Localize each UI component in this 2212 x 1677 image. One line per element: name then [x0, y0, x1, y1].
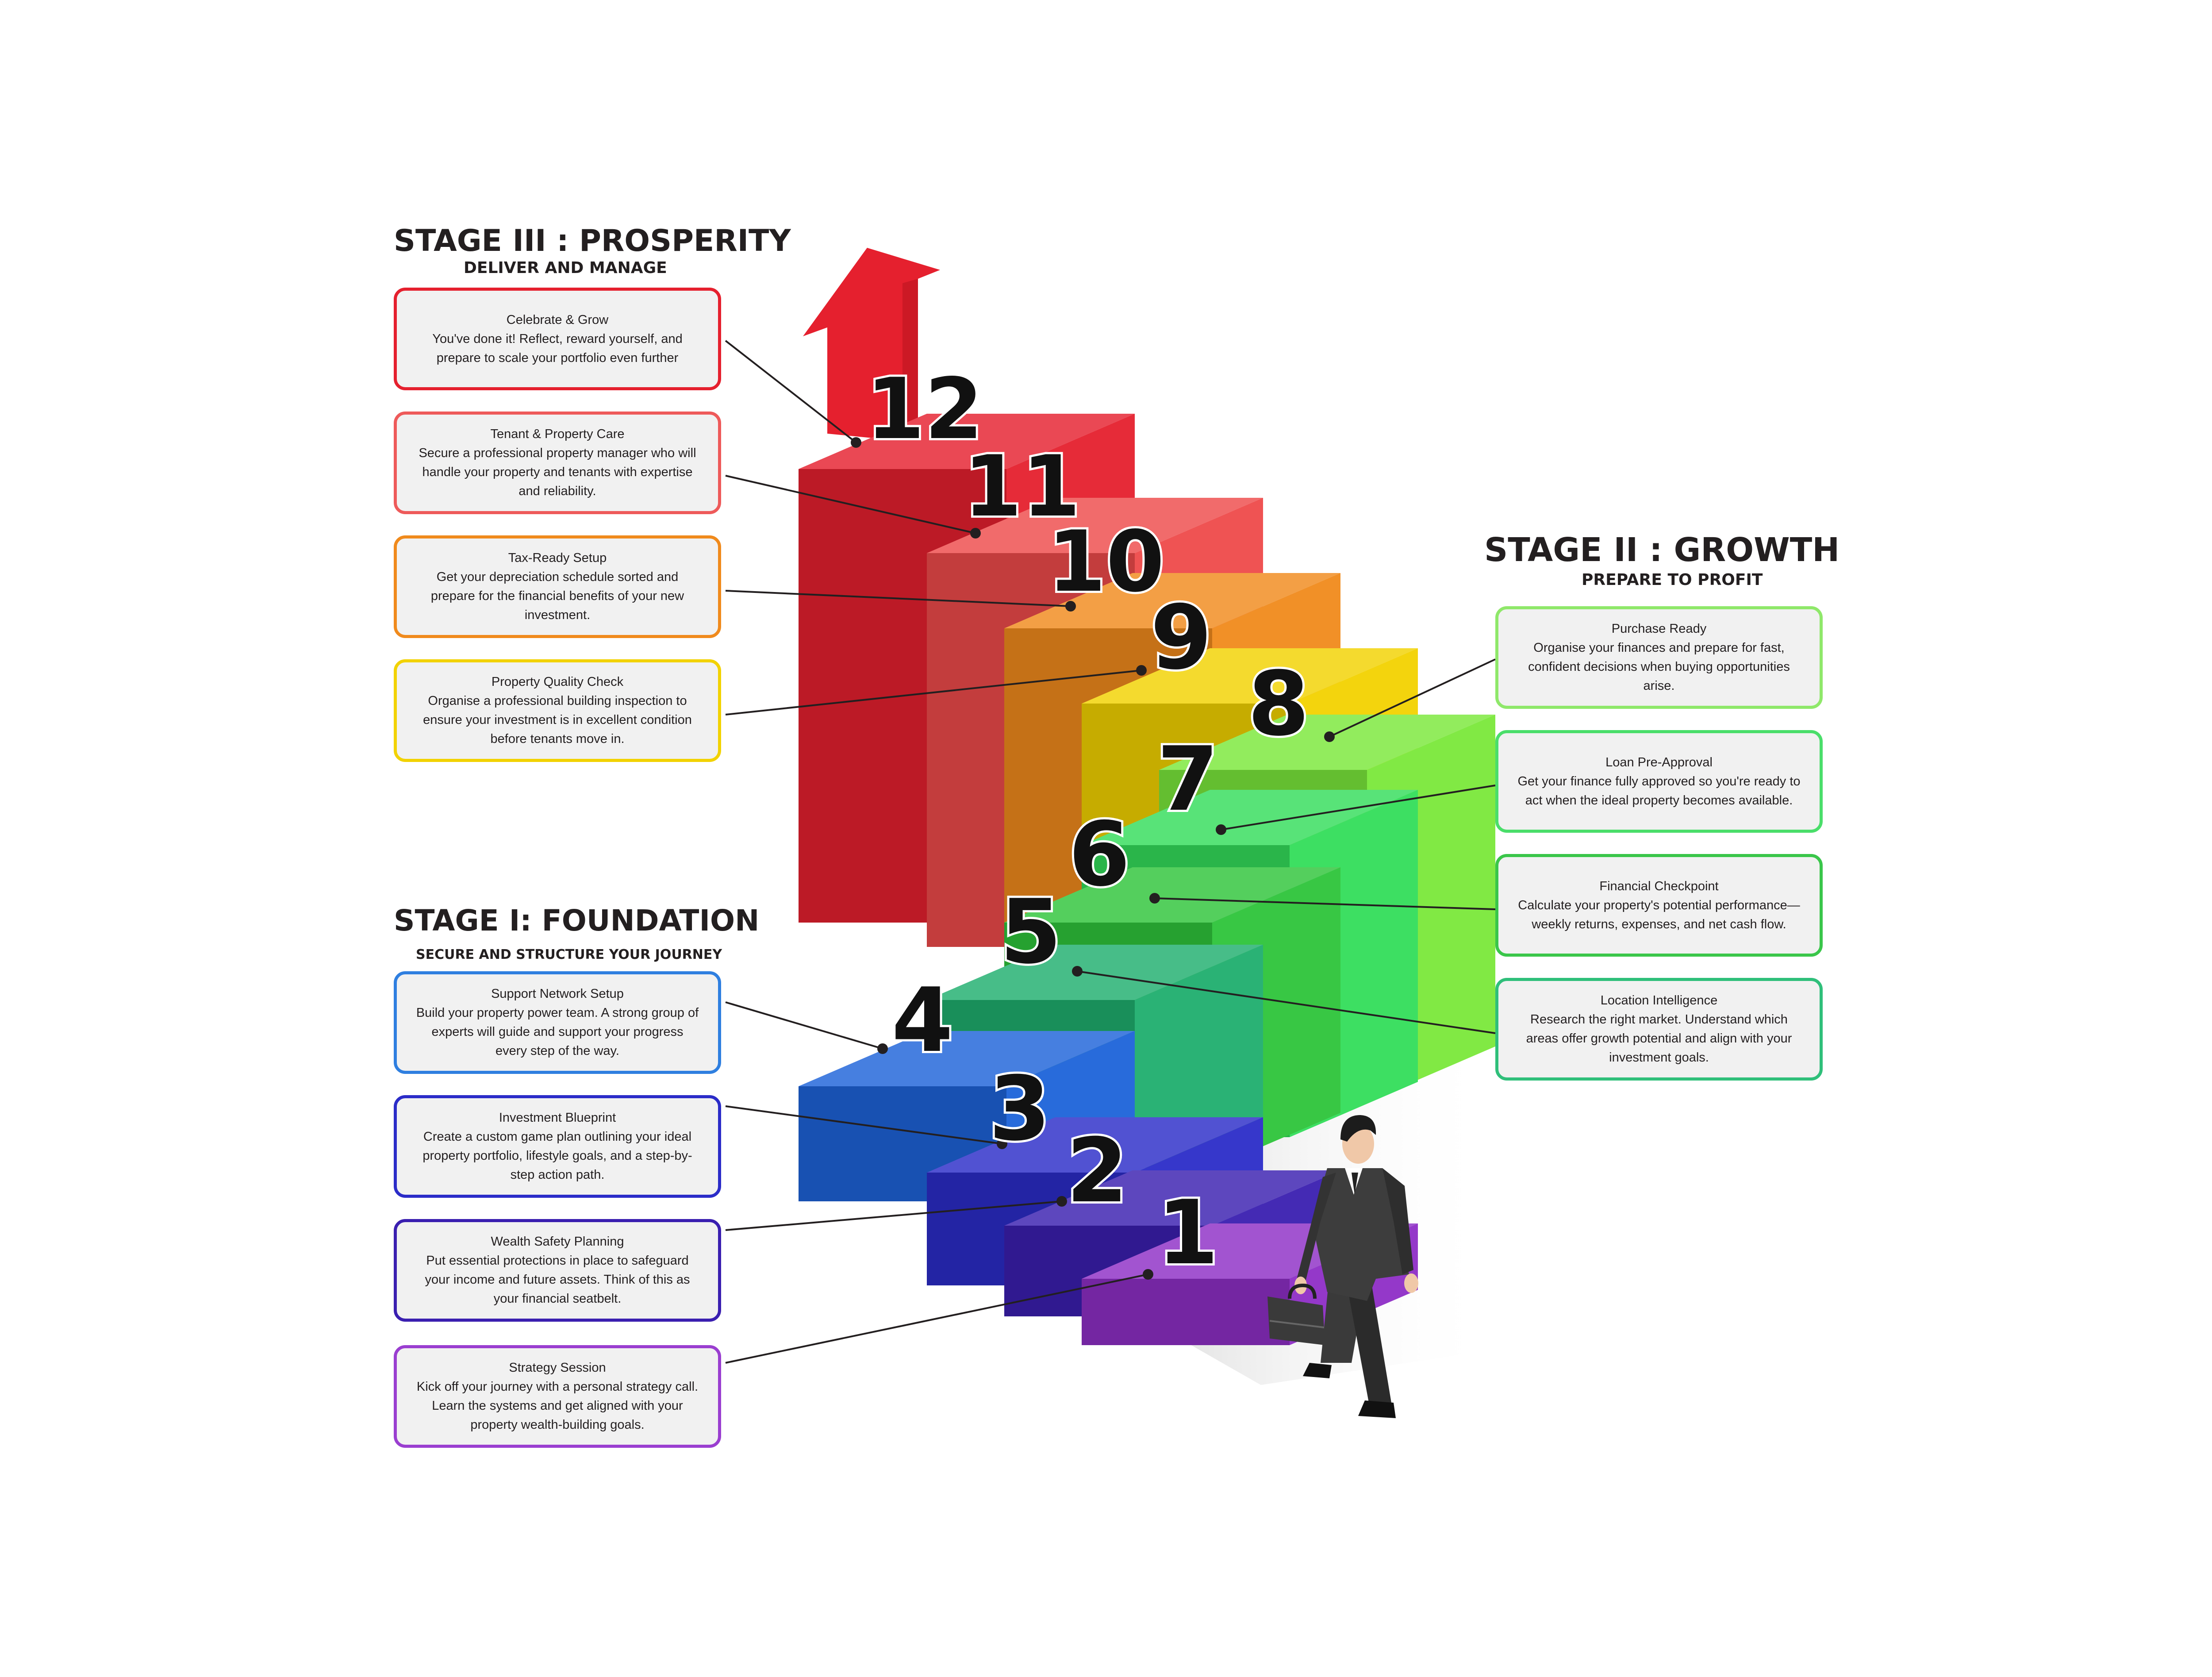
step-card-11: Tenant & Property Care Secure a professi… [394, 412, 721, 514]
step-card-3: Investment Blueprint Create a custom gam… [394, 1095, 721, 1198]
step-number-12: 12 [866, 360, 983, 458]
leader-dot-2 [1056, 1196, 1067, 1207]
step-number-2: 2 [1066, 1119, 1128, 1223]
step-title-9: Property Quality Check [491, 675, 624, 689]
step-12-top [799, 414, 1135, 469]
step-card-7: Loan Pre-Approval Get your finance fully… [1495, 730, 1823, 833]
step-number-9: 9 [1150, 586, 1212, 689]
leader-line-11 [725, 475, 976, 534]
leader-line-12 [725, 340, 857, 443]
step-title-7: Loan Pre-Approval [1605, 755, 1713, 769]
step-title-12: Celebrate & Grow [506, 312, 609, 327]
step-number-11: 11 [964, 438, 1080, 535]
step-number-6: 6 [1068, 803, 1130, 906]
step-text-7: Get your finance fully approved so you'r… [1517, 774, 1801, 808]
step-text-6: Calculate your property's potential perf… [1518, 898, 1800, 931]
step-text-12: You've done it! Reflect, reward yourself… [432, 331, 683, 365]
leader-line-3 [725, 1105, 1002, 1145]
leader-line-5 [1077, 970, 1496, 1034]
step-5-top [927, 945, 1263, 1000]
step-6-top [1004, 867, 1340, 923]
step-title-3: Investment Blueprint [499, 1111, 616, 1125]
step-text-11: Secure a professional property manager w… [419, 446, 696, 498]
stage-ii-subtitle: PREPARE TO PROFIT [1582, 571, 1763, 589]
step-11-top [927, 498, 1263, 553]
leader-dot-11 [970, 528, 981, 538]
step-title-11: Tenant & Property Care [490, 427, 625, 441]
step-card-12: Celebrate & Grow You've done it! Reflect… [394, 288, 721, 390]
step-title-8: Purchase Ready [1611, 622, 1707, 636]
leader-line-2 [725, 1200, 1062, 1231]
step-text-8: Organise your finances and prepare for f… [1528, 641, 1790, 693]
step-number-5: 5 [1000, 881, 1061, 984]
step-number-3: 3 [989, 1058, 1050, 1161]
step-number-4: 4 [891, 969, 953, 1072]
leader-dot-12 [851, 437, 861, 448]
step-text-5: Research the right market. Understand wh… [1526, 1012, 1792, 1065]
leader-dot-1 [1143, 1269, 1153, 1280]
step-number-7: 7 [1157, 728, 1218, 831]
step-7-top [1082, 790, 1418, 845]
step-4-top [799, 1031, 1135, 1086]
leader-line-8 [1329, 658, 1496, 738]
step-card-5: Location Intelligence Research the right… [1495, 978, 1823, 1081]
step-card-4: Support Network Setup Build your propert… [394, 971, 721, 1074]
leader-dot-6 [1149, 893, 1160, 904]
step-5-side [1135, 945, 1263, 1173]
leader-line-6 [1154, 897, 1496, 910]
stair-blocks [799, 414, 1495, 1345]
step-card-1: Strategy Session Kick off your journey w… [394, 1345, 721, 1448]
step-number-8: 8 [1248, 653, 1309, 756]
step-2-top [1004, 1170, 1340, 1226]
step-title-2: Wealth Safety Planning [491, 1235, 624, 1249]
leader-dot-9 [1136, 665, 1147, 676]
leader-line-1 [725, 1273, 1148, 1364]
leader-dot-3 [997, 1139, 1007, 1149]
leader-line-9 [725, 669, 1142, 715]
step-8-top [1159, 715, 1495, 770]
step-text-9: Organise a professional building inspect… [423, 694, 692, 746]
stage-iii-title: STAGE III : PROSPERITY [394, 223, 791, 258]
step-text-3: Create a custom game plan outlining your… [422, 1130, 692, 1182]
step-card-9: Property Quality Check Organise a profes… [394, 659, 721, 762]
briefcase-icon [1267, 1283, 1325, 1345]
leader-dot-4 [877, 1043, 888, 1054]
step-number-1: 1 [1157, 1181, 1218, 1285]
leader-dot-10 [1065, 601, 1076, 612]
step-10-top [1004, 573, 1340, 628]
step-title-1: Strategy Session [509, 1361, 606, 1375]
step-title-5: Location Intelligence [1600, 993, 1718, 1008]
step-title-10: Tax-Ready Setup [508, 551, 607, 565]
step-text-1: Kick off your journey with a personal st… [416, 1380, 699, 1432]
step-title-4: Support Network Setup [491, 987, 624, 1001]
leader-dot-5 [1072, 966, 1083, 977]
leader-line-4 [725, 1001, 883, 1050]
step-text-2: Put essential protections in place to sa… [425, 1254, 690, 1306]
step-card-2: Wealth Safety Planning Put essential pro… [394, 1219, 721, 1322]
step-3-top [927, 1117, 1263, 1173]
step-text-10: Get your depreciation schedule sorted an… [430, 570, 684, 622]
businessman-walking-icon [1294, 1115, 1418, 1418]
step-number-10: 10 [1048, 513, 1164, 611]
stage-ii-title: STAGE II : GROWTH [1484, 531, 1840, 569]
step-9-top [1082, 648, 1418, 704]
leader-line-10 [725, 590, 1071, 607]
step-card-8: Purchase Ready Organise your finances an… [1495, 606, 1823, 709]
step-text-4: Build your property power team. A strong… [416, 1006, 699, 1058]
step-1-front [1082, 1279, 1290, 1345]
step-card-6: Financial Checkpoint Calculate your prop… [1495, 854, 1823, 957]
stage-i-title: STAGE I: FOUNDATION [394, 904, 760, 938]
stage-iii-subtitle: DELIVER AND MANAGE [464, 259, 667, 277]
leader-lines [725, 340, 1496, 1364]
step-card-10: Tax-Ready Setup Get your depreciation sc… [394, 535, 721, 638]
leader-dot-7 [1216, 824, 1226, 835]
step-title-6: Financial Checkpoint [1599, 879, 1719, 893]
stage-i-subtitle: SECURE AND STRUCTURE YOUR JOURNEY [416, 947, 722, 962]
leader-line-7 [1221, 785, 1496, 831]
leader-dot-8 [1324, 731, 1335, 742]
